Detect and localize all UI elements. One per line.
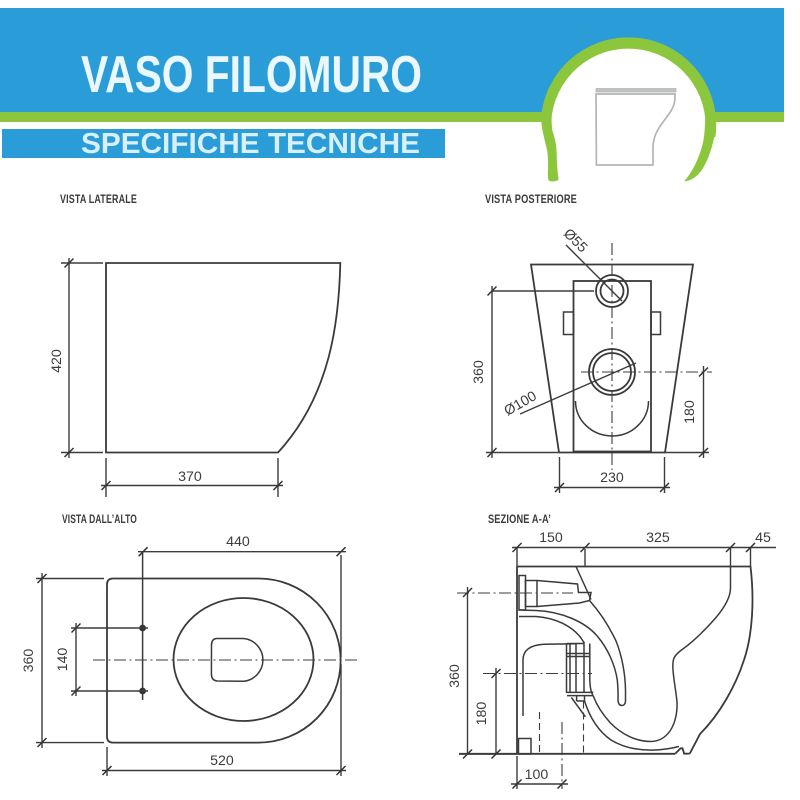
svg-text:360: 360 <box>21 649 37 673</box>
svg-text:180: 180 <box>682 400 698 424</box>
svg-text:45: 45 <box>755 530 771 546</box>
svg-text:VASO FILOMURO: VASO FILOMURO <box>81 46 422 104</box>
svg-text:370: 370 <box>178 469 202 485</box>
svg-text:SEZIONE A-A’: SEZIONE A-A’ <box>488 514 551 526</box>
svg-text:420: 420 <box>49 349 65 373</box>
svg-text:SPECIFICHE TECNICHE: SPECIFICHE TECNICHE <box>81 128 420 160</box>
svg-text:VISTA DALL’ALTO: VISTA DALL’ALTO <box>62 514 137 526</box>
svg-text:140: 140 <box>55 648 71 672</box>
svg-text:VISTA POSTERIORE: VISTA POSTERIORE <box>485 194 577 206</box>
svg-text:150: 150 <box>539 530 563 546</box>
svg-text:360: 360 <box>447 664 463 688</box>
svg-text:VISTA LATERALE: VISTA LATERALE <box>60 194 137 206</box>
svg-text:325: 325 <box>646 530 670 546</box>
svg-text:360: 360 <box>471 360 487 384</box>
svg-text:440: 440 <box>226 534 250 550</box>
svg-text:520: 520 <box>210 753 234 769</box>
svg-text:180: 180 <box>474 702 490 726</box>
svg-text:100: 100 <box>525 767 549 783</box>
svg-text:230: 230 <box>600 470 624 486</box>
